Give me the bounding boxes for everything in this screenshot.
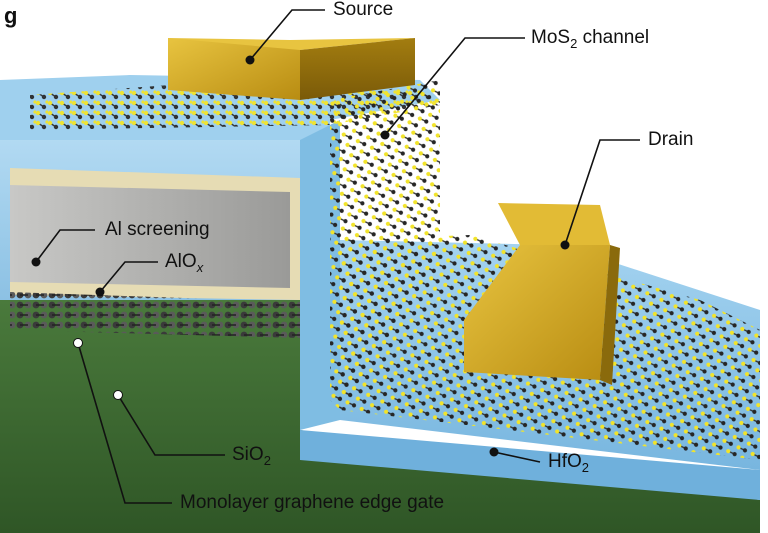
leader-dots bbox=[31, 55, 570, 457]
mos2-leader bbox=[384, 37, 525, 136]
leader-dots-hollow bbox=[73, 338, 123, 400]
graphene-label: Monolayer graphene edge gate bbox=[180, 492, 445, 513]
al-screening-label: Al screening bbox=[105, 219, 210, 240]
drain-top bbox=[498, 203, 610, 245]
leader-lines bbox=[35, 9, 640, 504]
sio2-label: SiO2 bbox=[232, 444, 271, 468]
drain-front bbox=[464, 245, 610, 380]
hfo2-leader bbox=[493, 451, 541, 463]
mos2-channel-label: MoS2 channel bbox=[531, 27, 650, 51]
drain-leader bbox=[564, 139, 640, 246]
hfo2-lower-front bbox=[300, 430, 760, 500]
panel-label: g bbox=[4, 3, 18, 28]
drain-label: Drain bbox=[648, 129, 694, 150]
drain-side bbox=[600, 245, 620, 385]
alox-label: AlOx bbox=[165, 251, 204, 275]
graphene-layer bbox=[10, 292, 300, 338]
graphene-leader bbox=[77, 342, 172, 504]
source-leader bbox=[249, 9, 325, 61]
alox-leader bbox=[99, 261, 158, 293]
source-label: Source bbox=[333, 0, 394, 20]
source-front bbox=[168, 38, 300, 100]
al-screening-block bbox=[10, 185, 290, 288]
sio2-leader bbox=[117, 394, 225, 456]
hfo2-label: HfO2 bbox=[548, 451, 590, 475]
source-side bbox=[300, 38, 415, 100]
al-leader bbox=[35, 229, 95, 263]
